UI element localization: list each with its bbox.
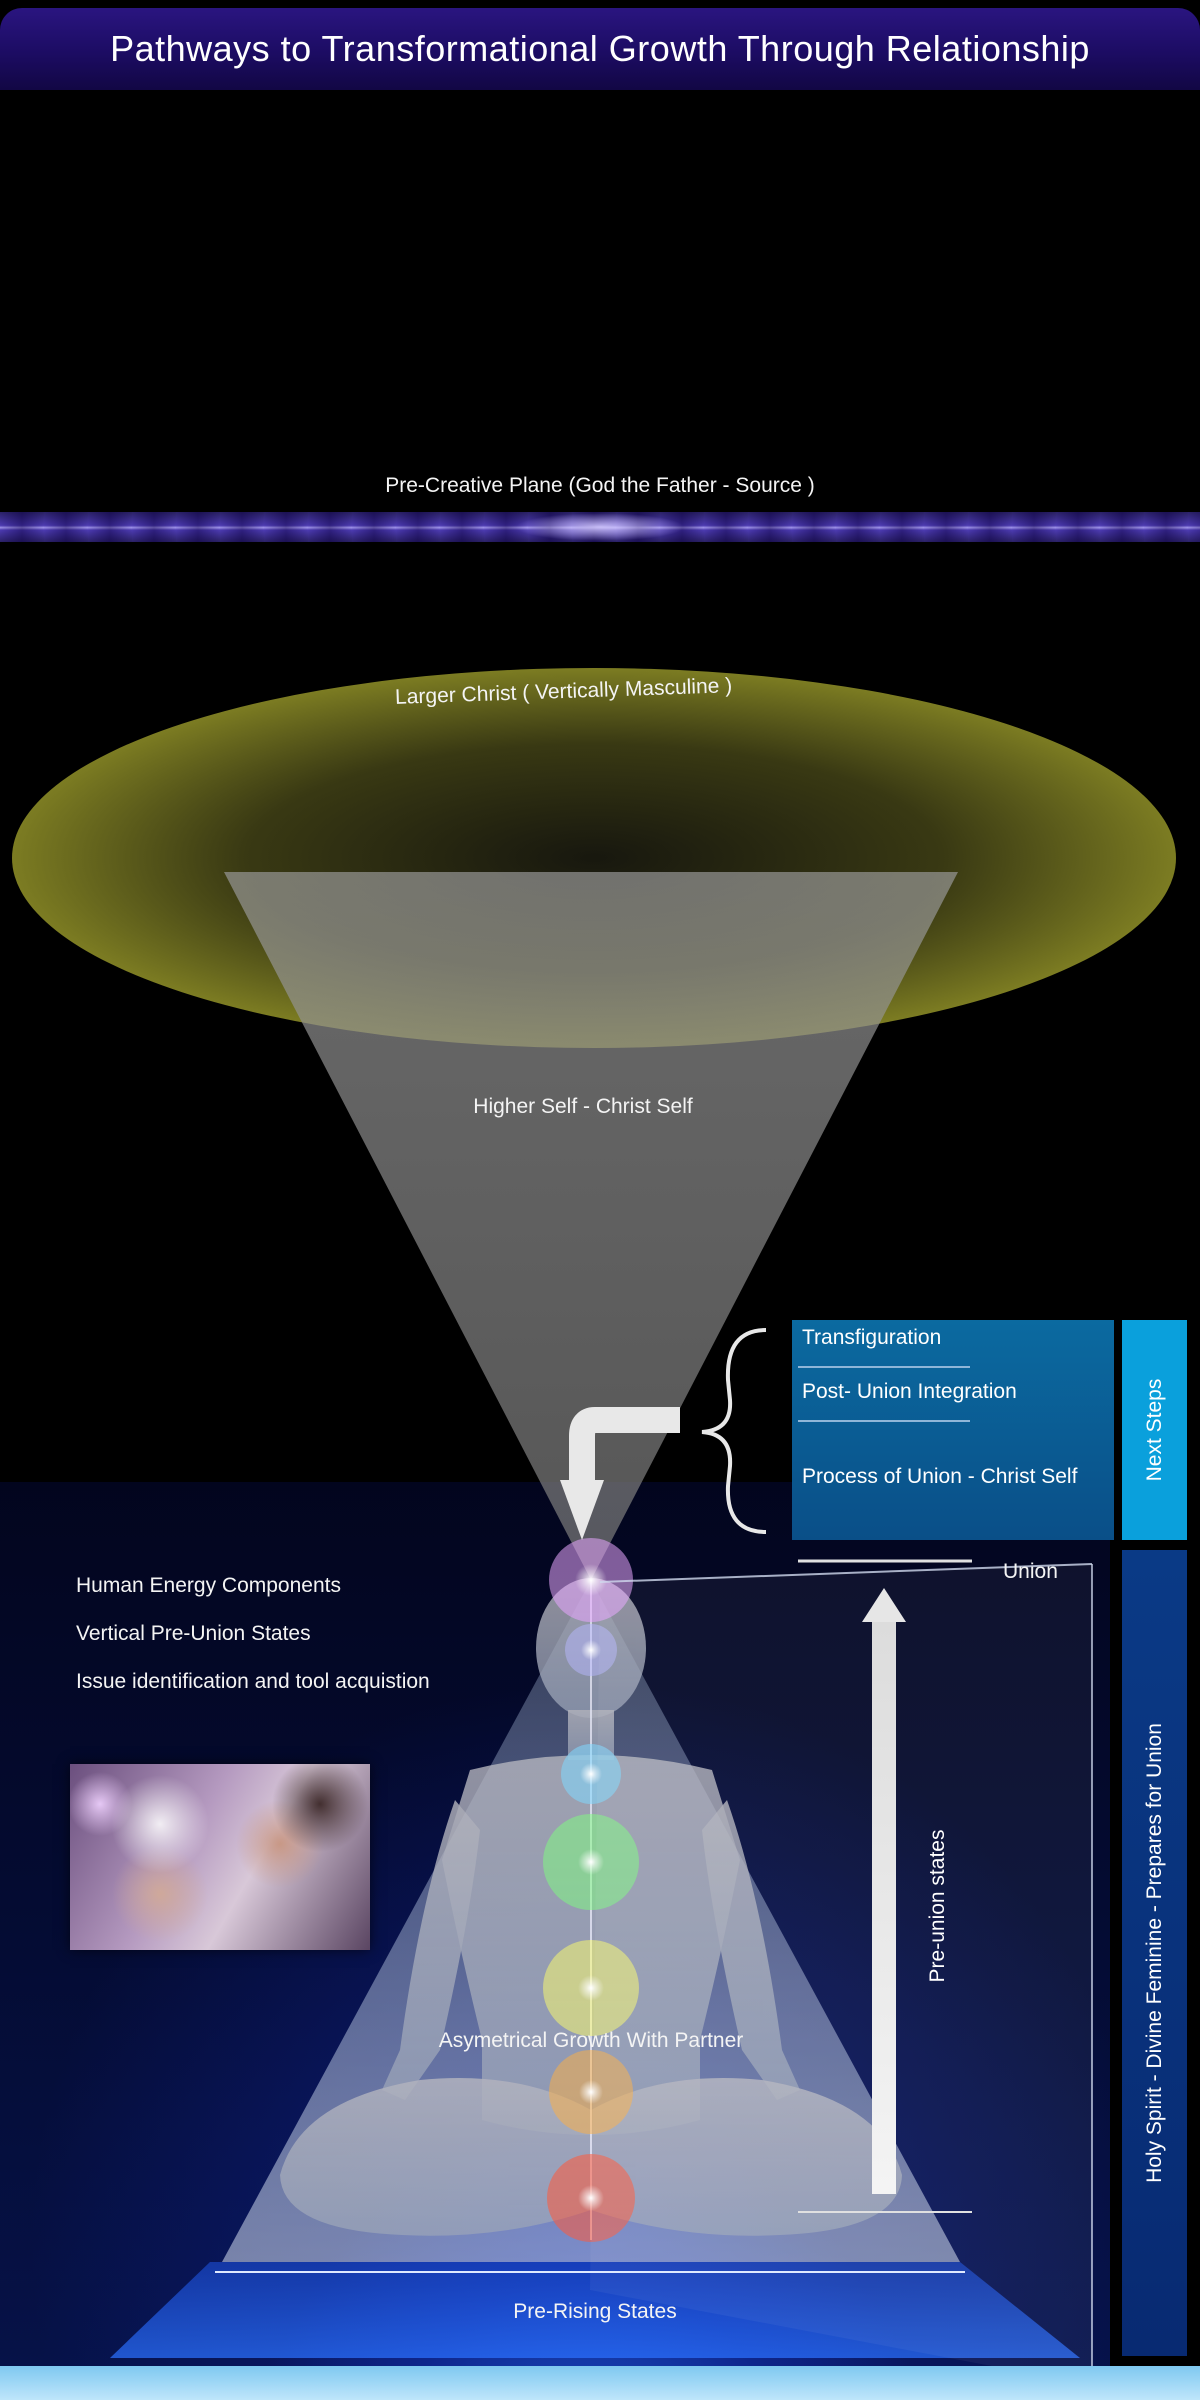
title-bar: Pathways to Transformational Growth Thro… — [0, 8, 1200, 90]
pre-union-states-label: Pre-union states — [926, 1829, 949, 1983]
couple-photo — [70, 1764, 370, 1950]
chakra-solar-plexus — [578, 1975, 604, 2001]
chakra-column — [543, 1538, 639, 2242]
figure-right-arm — [702, 1800, 800, 2100]
pre-rising-plane — [590, 1564, 1092, 2385]
footer-bar — [0, 2366, 1200, 2400]
holy-spirit-label: Holy Spirit - Divine Feminine - Prepares… — [1142, 1723, 1166, 2183]
next-item-process-of-union: Process of Union - Christ Self — [802, 1465, 1078, 1488]
holy-spirit-side-box: Holy Spirit - Divine Feminine - Prepares… — [1122, 1550, 1187, 2356]
next-item-transfiguration: Transfiguration — [802, 1326, 942, 1349]
left-list-item-issue: Issue identification and tool acquistion — [76, 1670, 430, 1693]
union-perspective-line — [599, 1563, 1093, 1583]
next-steps-panel: Transfiguration Post- Union Integration … — [792, 1320, 1114, 1540]
bent-arrow-head — [560, 1480, 604, 1540]
chakra-crown — [575, 1564, 607, 1596]
higher-self-cone — [224, 872, 958, 1580]
asymetrical-growth-label: Asymetrical Growth With Partner — [438, 2029, 744, 2052]
floor-plate — [110, 2262, 1080, 2358]
chakra-root — [578, 2185, 604, 2211]
higher-self-label: Higher Self - Christ Self — [473, 1095, 693, 1118]
bent-down-arrow — [560, 1407, 680, 1540]
left-list-item-energy: Human Energy Components — [76, 1574, 341, 1597]
pre-union-arrow-shaft — [872, 1620, 896, 2194]
chakra-third-eye — [581, 1640, 601, 1660]
figure-left-arm — [382, 1800, 480, 2100]
next-separator-2 — [798, 1420, 970, 1422]
next-steps-side-box: Next Steps — [1122, 1320, 1187, 1540]
curly-brace — [701, 1328, 767, 1534]
pre-rising-states-label: Pre-Rising States — [513, 2300, 677, 2323]
page-title: Pathways to Transformational Growth Thro… — [110, 28, 1090, 69]
union-label: Union — [1003, 1560, 1058, 1583]
left-list-item-vertical: Vertical Pre-Union States — [76, 1622, 311, 1645]
pre-union-states-label-wrap: Pre-union states — [918, 1806, 958, 2006]
chakra-heart — [578, 1849, 604, 1875]
pre-union-arrow — [862, 1588, 906, 2194]
pre-creative-plane-band — [0, 512, 1200, 542]
next-item-post-union: Post- Union Integration — [802, 1380, 1017, 1403]
pre-union-arrow-head — [862, 1588, 906, 1622]
bent-arrow-shaft — [569, 1407, 680, 1488]
next-separator-1 — [798, 1366, 970, 1368]
next-steps-label: Next Steps — [1142, 1378, 1166, 1482]
chakra-throat — [580, 1763, 602, 1785]
chakra-sacral — [579, 2080, 603, 2104]
pre-creative-plane-label: Pre-Creative Plane (God the Father - Sou… — [385, 474, 815, 497]
